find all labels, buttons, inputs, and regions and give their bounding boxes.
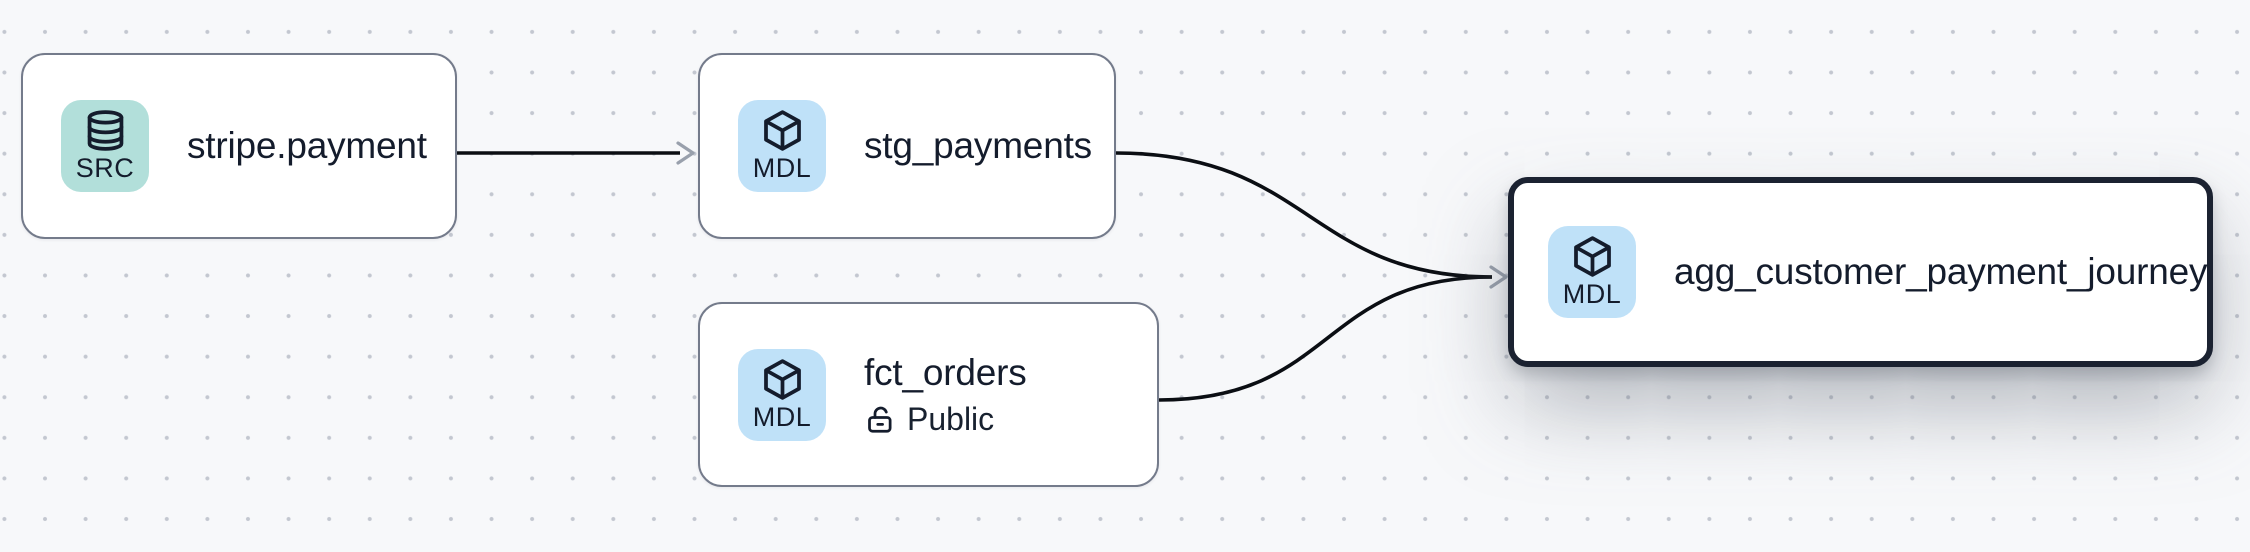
node-title: agg_customer_payment_journey [1674, 250, 2208, 292]
badge-label: MDL [1562, 279, 1622, 310]
resource-type-badge-src: SRC [61, 100, 149, 192]
node-stripe-payment[interactable]: SRC stripe.payment [21, 53, 457, 239]
access-level-label: Public [907, 400, 995, 437]
cube-icon [763, 358, 801, 400]
arrowhead-icon [1489, 265, 1508, 289]
cube-icon [1573, 236, 1611, 277]
node-title: stripe.payment [187, 124, 427, 166]
database-icon [87, 110, 123, 151]
badge-label: MDL [752, 401, 812, 432]
lock-open-icon [868, 406, 892, 433]
cube-icon [763, 110, 801, 151]
edge-stg-payments-to-agg-customer-payment-journey[interactable] [1115, 151, 1493, 279]
node-stg-payments[interactable]: MDL stg_payments [698, 53, 1116, 239]
resource-type-badge-mdl: MDL [738, 348, 826, 441]
node-agg-customer-payment-journey[interactable]: MDL agg_customer_payment_journey [1508, 177, 2213, 367]
edge-fct-orders-to-agg-customer-payment-journey[interactable] [1158, 275, 1493, 402]
node-title: fct_orders [864, 352, 1027, 394]
badge-label: MDL [752, 153, 812, 184]
badge-label: SRC [75, 153, 135, 184]
node-title: stg_payments [864, 124, 1092, 166]
resource-type-badge-mdl: MDL [1548, 226, 1636, 318]
node-fct-orders[interactable]: MDL fct_orders Public [698, 302, 1159, 487]
resource-type-badge-mdl: MDL [738, 100, 826, 192]
access-level-row: Public [864, 401, 1027, 438]
node-text: fct_orders Public [864, 351, 1027, 437]
arrowhead-icon [676, 141, 695, 165]
